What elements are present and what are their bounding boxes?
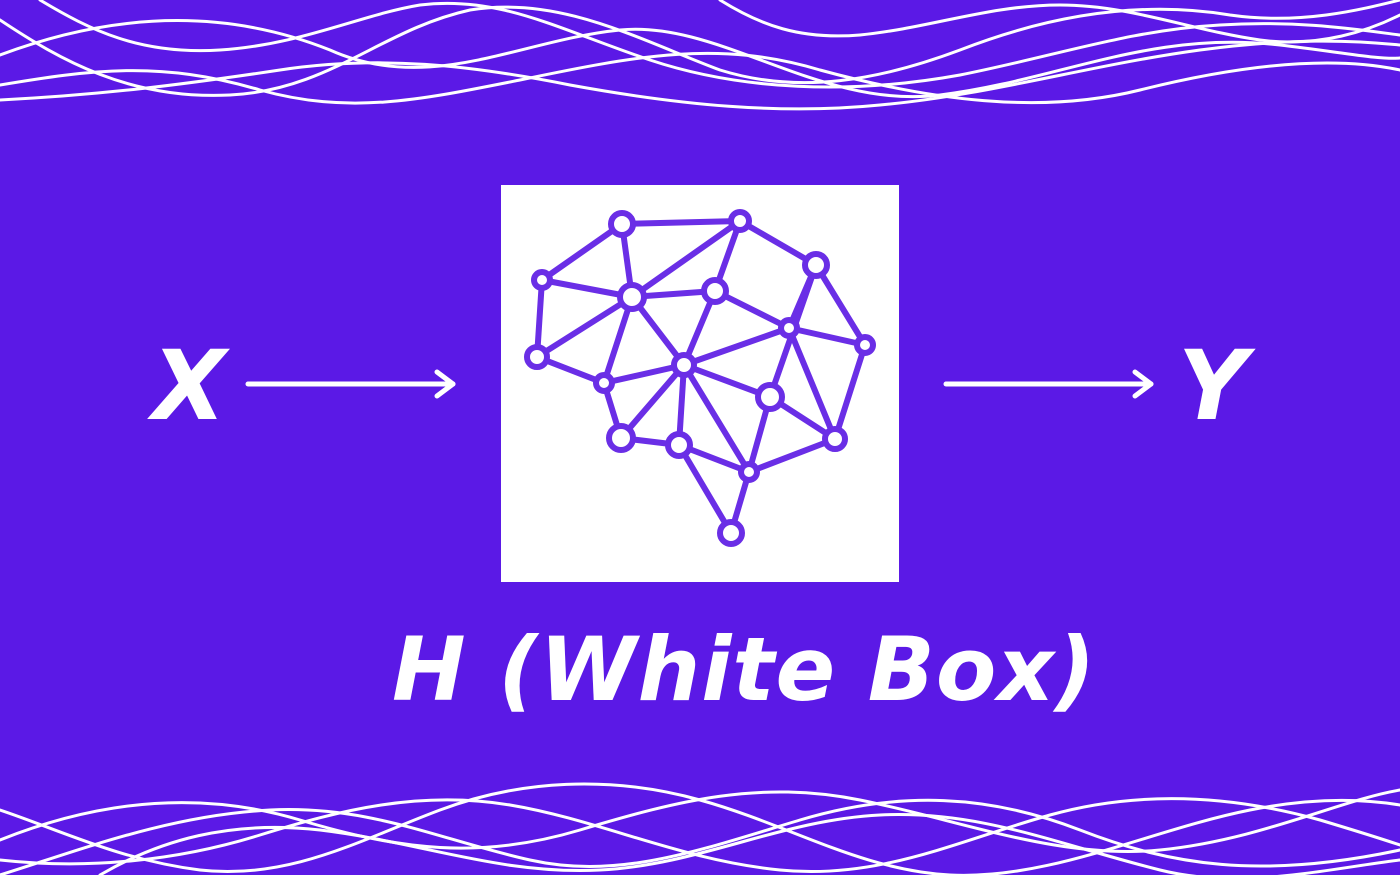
wave-line xyxy=(718,0,1400,44)
wave-line xyxy=(0,39,1400,111)
input-arrow xyxy=(245,369,456,399)
brain-network-icon xyxy=(524,209,876,547)
wave-line xyxy=(0,788,1400,854)
white-box-model xyxy=(501,185,899,582)
wave-line xyxy=(0,798,1400,875)
wave-line xyxy=(0,51,1400,105)
input-variable-label: X xyxy=(152,330,227,442)
wave-line xyxy=(0,782,1400,875)
wave-line xyxy=(38,0,1400,89)
wave-line xyxy=(0,797,1400,874)
output-arrow xyxy=(943,369,1154,399)
wave-line xyxy=(98,813,1400,875)
wave-line xyxy=(0,0,1400,97)
output-variable-label: Y xyxy=(1178,330,1248,442)
model-caption: H (White Box) xyxy=(392,618,1097,721)
